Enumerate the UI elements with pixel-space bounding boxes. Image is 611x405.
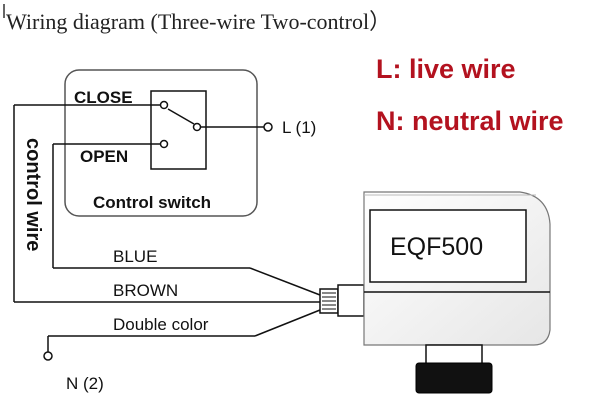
close-label: CLOSE (74, 88, 133, 107)
cable-connector (337, 284, 365, 317)
double-color-wire-end (254, 309, 321, 337)
brown-wire-label: BROWN (113, 281, 178, 300)
valve-stub (415, 362, 493, 394)
legend-neutral-wire: N: neutral wire (376, 106, 564, 136)
open-contact (159, 139, 169, 149)
model-label: EQF500 (390, 233, 483, 261)
close-contact (159, 100, 169, 110)
control-wire-label: control wire (22, 138, 44, 251)
open-label: OPEN (80, 147, 128, 166)
switch-blade (167, 108, 195, 125)
neutral-terminal-label: N (2) (66, 374, 104, 393)
legend-live-wire: L: live wire (376, 54, 516, 84)
blue-wire-label: BLUE (113, 247, 157, 266)
live-terminal (263, 122, 273, 132)
common-contact (192, 122, 202, 132)
double-color-wire-label: Double color (113, 315, 209, 334)
diagram-title: Wiring diagram (Three-wire Two-control） (6, 9, 392, 34)
model-label-box (369, 209, 527, 283)
actuator-neck (425, 344, 483, 366)
control-switch-label: Control switch (93, 193, 211, 212)
live-terminal-label: L (1) (282, 118, 316, 137)
blue-wire-end (249, 267, 321, 296)
neutral-terminal (43, 351, 53, 361)
